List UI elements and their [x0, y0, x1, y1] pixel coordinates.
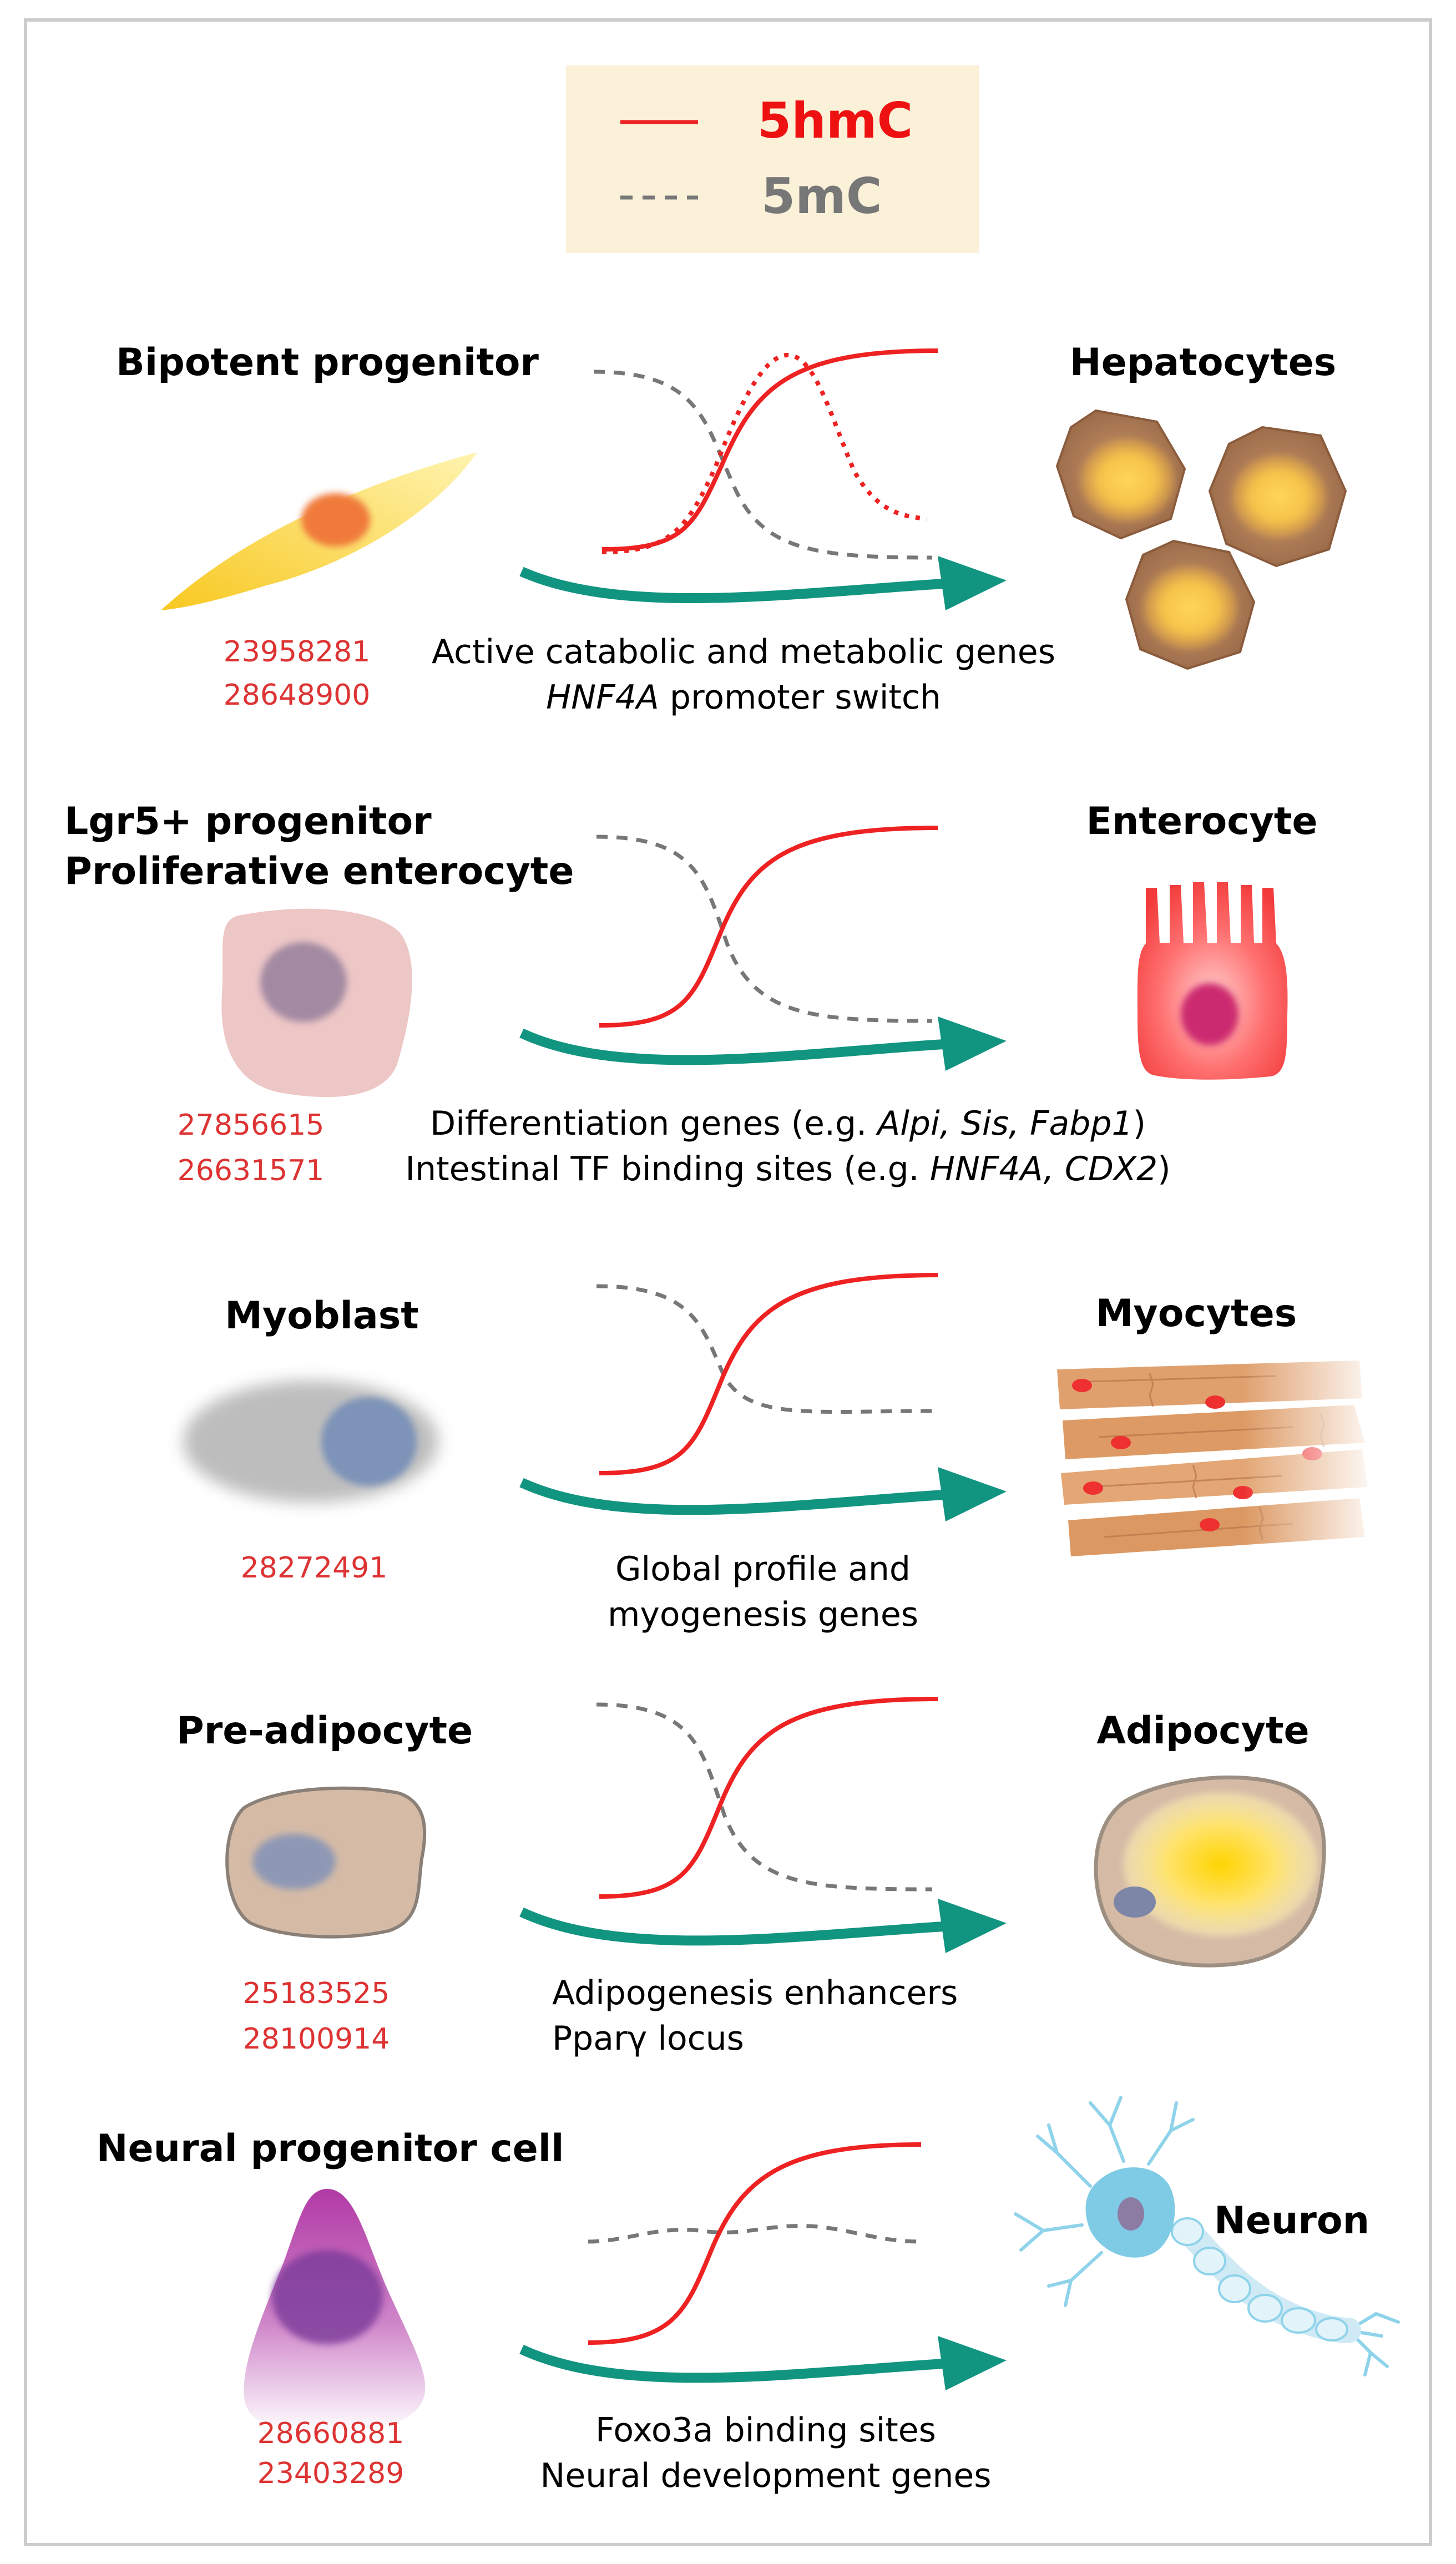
hepatocytes-image	[1055, 409, 1347, 670]
source-cell-title: Proliferative enterocyte	[64, 849, 574, 893]
target-cell-title: Myocytes	[1096, 1292, 1297, 1336]
note-text: myogenesis genes	[608, 1595, 918, 1634]
pmid-reference: 26631571	[178, 1154, 325, 1187]
note-text: Active catabolic and metabolic genes	[432, 633, 1055, 671]
5mc-curve	[593, 370, 933, 560]
5hmc-transient-curve	[601, 352, 927, 554]
mechanism-note: Foxo3a binding sites	[595, 2411, 936, 2450]
mechanism-note: myogenesis genes	[608, 1595, 918, 1634]
neuron-image	[1014, 2096, 1400, 2376]
italic-gene-text: HNF4A	[546, 678, 659, 717]
source-cell-title: Myoblast	[225, 1294, 419, 1338]
source-cell-title: Bipotent progenitor	[116, 341, 539, 385]
pmid-reference: 23403289	[257, 2457, 405, 2490]
row-enterocyte: Lgr5+ progenitor Proliferative enterocyt…	[64, 800, 1318, 1189]
note-text: promoter switch	[659, 678, 941, 717]
target-cell-title: Adipocyte	[1096, 1709, 1309, 1753]
differentiation-arrow	[519, 1478, 944, 1515]
note-text: Differentiation genes (e.g.	[430, 1104, 877, 1143]
row-hepatocytes: Bipotent progenitor 23958281 28648900 Ac…	[116, 341, 1347, 717]
source-cell-title: Neural progenitor cell	[97, 2127, 564, 2171]
pre-adipocyte-cell-image	[225, 1786, 427, 1939]
5mc-curve	[588, 2224, 922, 2244]
pmid-reference: 28272491	[241, 1551, 388, 1585]
target-cell-title: Enterocyte	[1086, 800, 1318, 843]
differentiation-arrow	[519, 1907, 944, 1946]
5mc-curve	[596, 1284, 933, 1414]
row-adipocyte: Pre-adipocyte 25183525 28100914 Adipogen…	[176, 1697, 1326, 2058]
pmid-reference: 27856615	[178, 1109, 325, 1142]
note-text: Foxo3a binding sites	[595, 2411, 936, 2450]
pmid-reference: 23958281	[224, 635, 371, 669]
5hmc-curve	[599, 826, 938, 1028]
legend-5hmc-label: 5hmC	[757, 92, 913, 149]
differentiation-arrow	[519, 2344, 944, 2383]
differentiation-arrow	[519, 567, 944, 604]
pmid-reference: 25183525	[243, 1977, 390, 2010]
mechanism-note: Neural development genes	[540, 2456, 991, 2495]
differentiation-arrow	[519, 1028, 944, 1065]
pmid-reference: 28660881	[257, 2417, 405, 2450]
5hmc-curve	[588, 2142, 922, 2345]
note-text: Pparγ locus	[552, 2019, 744, 2058]
differentiation-arrowhead	[938, 1017, 1007, 1071]
bipotent-progenitor-cell-image	[161, 452, 477, 610]
mechanism-note: Differentiation genes (e.g. Alpi, Sis, F…	[430, 1104, 1146, 1143]
5hmc-curve	[599, 1273, 938, 1475]
mechanism-note: Pparγ locus	[552, 2019, 744, 2058]
target-cell-title: Hepatocytes	[1070, 341, 1337, 385]
note-text: )	[1133, 1104, 1146, 1143]
legend-background	[566, 65, 979, 253]
note-text: )	[1157, 1150, 1170, 1189]
source-cell-title: Pre-adipocyte	[176, 1709, 473, 1753]
mechanism-note: Global profile and	[615, 1550, 911, 1589]
5hmc-curve	[601, 348, 938, 552]
pmid-reference: 28648900	[224, 679, 371, 712]
lgr5-progenitor-cell-image	[221, 908, 412, 1098]
note-text: Global profile and	[615, 1550, 911, 1589]
mechanism-note: Active catabolic and metabolic genes	[432, 633, 1055, 671]
enterocyte-image	[1137, 882, 1288, 1080]
differentiation-arrowhead	[938, 1899, 1007, 1953]
mechanism-note: Intestinal TF binding sites (e.g. HNF4A,…	[405, 1150, 1170, 1189]
5hmc-curve	[599, 1697, 938, 1899]
italic-gene-text: Alpi, Sis, Fabp1	[875, 1104, 1133, 1143]
note-text: Adipogenesis enhancers	[552, 1974, 958, 2012]
myocytes-image	[1057, 1348, 1382, 1570]
differentiation-arrowhead	[938, 2336, 1007, 2390]
differentiation-arrowhead	[938, 1467, 1007, 1521]
source-cell-title: Lgr5+ progenitor	[64, 800, 432, 843]
figure-frame	[24, 18, 1432, 2546]
note-text: Intestinal TF binding sites (e.g.	[405, 1150, 929, 1189]
mechanism-note: HNF4A promoter switch	[546, 678, 941, 717]
neural-progenitor-cell-image	[244, 2189, 426, 2433]
myoblast-cell-image	[183, 1380, 438, 1503]
differentiation-arrowhead	[938, 556, 1007, 610]
5mc-curve	[596, 835, 933, 1023]
row-neuron: Neural progenitor cell 28660881 23403289…	[97, 2096, 1400, 2495]
adipocyte-image	[1094, 1775, 1326, 1968]
note-text: Neural development genes	[540, 2456, 991, 2495]
target-cell-title: Neuron	[1214, 2199, 1369, 2243]
italic-gene-text: HNF4A, CDX2	[930, 1150, 1157, 1189]
5mc-curve	[596, 1702, 933, 1892]
pmid-reference: 28100914	[243, 2022, 390, 2056]
legend: 5hmC 5mC	[566, 65, 979, 253]
row-myocytes: Myoblast 28272491 Global profile and myo…	[183, 1273, 1382, 1634]
mechanism-note: Adipogenesis enhancers	[552, 1974, 958, 2012]
legend-5mc-label: 5mC	[761, 168, 882, 225]
